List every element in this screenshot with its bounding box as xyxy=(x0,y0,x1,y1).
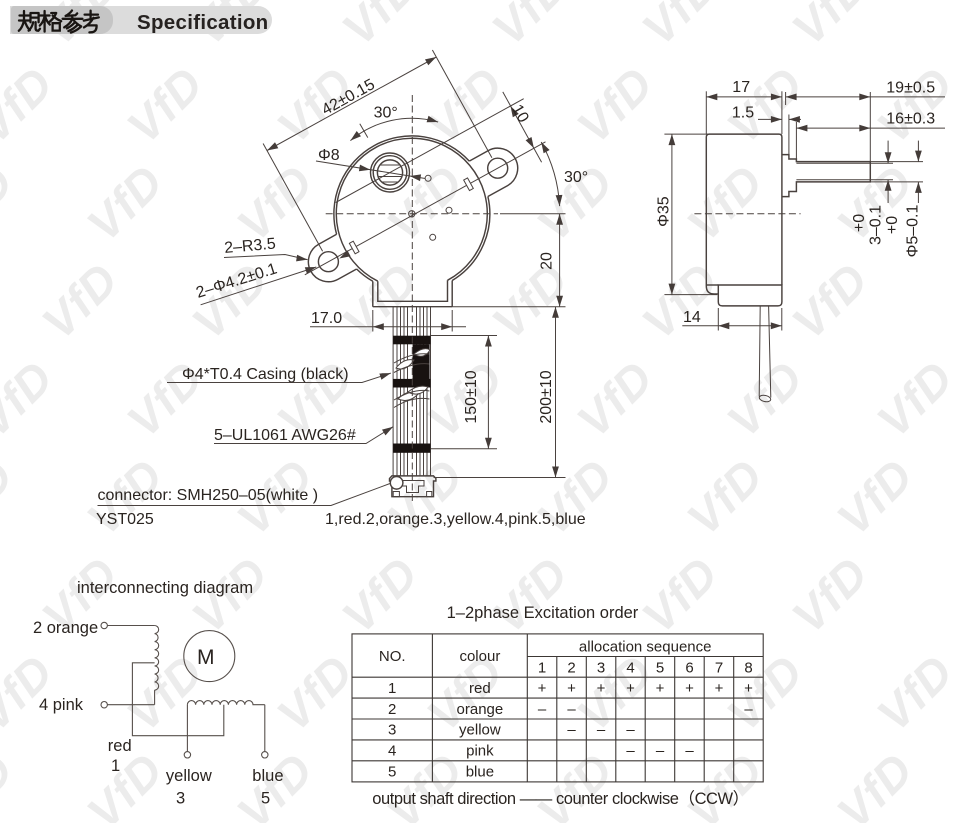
svg-text:2 orange: 2 orange xyxy=(33,619,98,637)
svg-text:20: 20 xyxy=(539,252,556,270)
svg-text:yellow: yellow xyxy=(166,767,212,785)
svg-text:pink: pink xyxy=(466,743,494,760)
svg-text:+: + xyxy=(538,680,547,697)
svg-text:Φ4*T0.4 Casing (black): Φ4*T0.4 Casing (black) xyxy=(182,366,349,383)
svg-text:Specification: Specification xyxy=(137,11,268,34)
svg-text:17: 17 xyxy=(732,79,750,96)
svg-text:+: + xyxy=(685,680,694,697)
svg-text:3: 3 xyxy=(388,722,396,739)
svg-text:+: + xyxy=(715,680,724,697)
svg-text:yellow: yellow xyxy=(459,722,501,739)
svg-text:3–0.1: 3–0.1 xyxy=(868,205,885,245)
svg-text:3: 3 xyxy=(176,790,185,808)
svg-text:2: 2 xyxy=(567,660,575,677)
svg-text:2–Φ4.2±0.1: 2–Φ4.2±0.1 xyxy=(194,260,279,301)
svg-text:5–UL1061 AWG26#: 5–UL1061 AWG26# xyxy=(214,427,356,444)
svg-text:+: + xyxy=(597,680,606,697)
svg-text:–: – xyxy=(567,701,576,718)
svg-text:M: M xyxy=(197,646,215,669)
svg-text:6: 6 xyxy=(685,660,693,677)
svg-text:NO.: NO. xyxy=(379,648,406,665)
svg-text:1.5: 1.5 xyxy=(732,105,754,122)
svg-text:–: – xyxy=(656,743,665,760)
svg-text:17.0: 17.0 xyxy=(311,310,342,327)
svg-text:blue: blue xyxy=(466,764,494,781)
svg-text:3: 3 xyxy=(597,660,605,677)
svg-text:–: – xyxy=(744,701,753,718)
svg-text:Φ5–0.1: Φ5–0.1 xyxy=(905,205,922,258)
svg-text:4: 4 xyxy=(626,660,634,677)
svg-text:42±0.15: 42±0.15 xyxy=(319,76,378,119)
svg-text:1,red.2,orange.3,yellow.4,pink: 1,red.2,orange.3,yellow.4,pink.5,blue xyxy=(325,511,586,528)
svg-text:–: – xyxy=(597,722,606,739)
svg-text:8: 8 xyxy=(744,660,752,677)
svg-text:150±10: 150±10 xyxy=(463,370,480,423)
svg-text:10: 10 xyxy=(508,102,532,126)
svg-text:7: 7 xyxy=(715,660,723,677)
svg-text:2–R3.5: 2–R3.5 xyxy=(224,236,277,257)
svg-text:5: 5 xyxy=(261,790,270,808)
svg-text:1–2phase Excitation order: 1–2phase Excitation order xyxy=(447,604,639,622)
svg-text:–: – xyxy=(626,743,635,760)
svg-text:+: + xyxy=(656,680,665,697)
svg-text:–: – xyxy=(685,743,694,760)
svg-text:+0: +0 xyxy=(884,216,901,234)
svg-text:+0: +0 xyxy=(851,214,868,232)
svg-text:–: – xyxy=(567,722,576,739)
svg-text:2: 2 xyxy=(388,701,396,718)
svg-text:16±0.3: 16±0.3 xyxy=(886,111,935,128)
svg-text:4 pink: 4 pink xyxy=(39,696,84,714)
svg-text:allocation sequence: allocation sequence xyxy=(579,639,712,656)
svg-text:–: – xyxy=(626,722,635,739)
svg-text:+: + xyxy=(626,680,635,697)
svg-text:30°: 30° xyxy=(564,169,588,186)
svg-text:–: – xyxy=(538,701,547,718)
svg-text:+: + xyxy=(744,680,753,697)
svg-text:200±10: 200±10 xyxy=(538,370,555,423)
svg-text:1: 1 xyxy=(111,757,120,775)
svg-text:connector: SMH250–05(white ): connector: SMH250–05(white ) xyxy=(98,487,319,504)
svg-text:YST025: YST025 xyxy=(96,511,154,528)
svg-text:colour: colour xyxy=(459,648,500,665)
svg-text:14: 14 xyxy=(683,309,701,326)
svg-text:Φ8: Φ8 xyxy=(318,147,340,164)
svg-text:output shaft direction —— coun: output shaft direction —— counter clockw… xyxy=(372,789,748,808)
svg-text:red: red xyxy=(469,680,491,697)
svg-text:orange: orange xyxy=(457,701,504,718)
svg-text:30°: 30° xyxy=(374,105,398,122)
svg-text:1: 1 xyxy=(388,680,396,697)
svg-text:5: 5 xyxy=(656,660,664,677)
svg-text:interconnecting diagram: interconnecting diagram xyxy=(77,579,253,597)
svg-text:4: 4 xyxy=(388,743,396,760)
svg-text:19±0.5: 19±0.5 xyxy=(886,79,935,96)
svg-text:blue: blue xyxy=(252,767,283,785)
svg-text:5: 5 xyxy=(388,764,396,781)
svg-text:Φ35: Φ35 xyxy=(656,196,673,227)
svg-text:1: 1 xyxy=(538,660,546,677)
svg-text:red: red xyxy=(108,737,132,755)
svg-text:+: + xyxy=(567,680,576,697)
